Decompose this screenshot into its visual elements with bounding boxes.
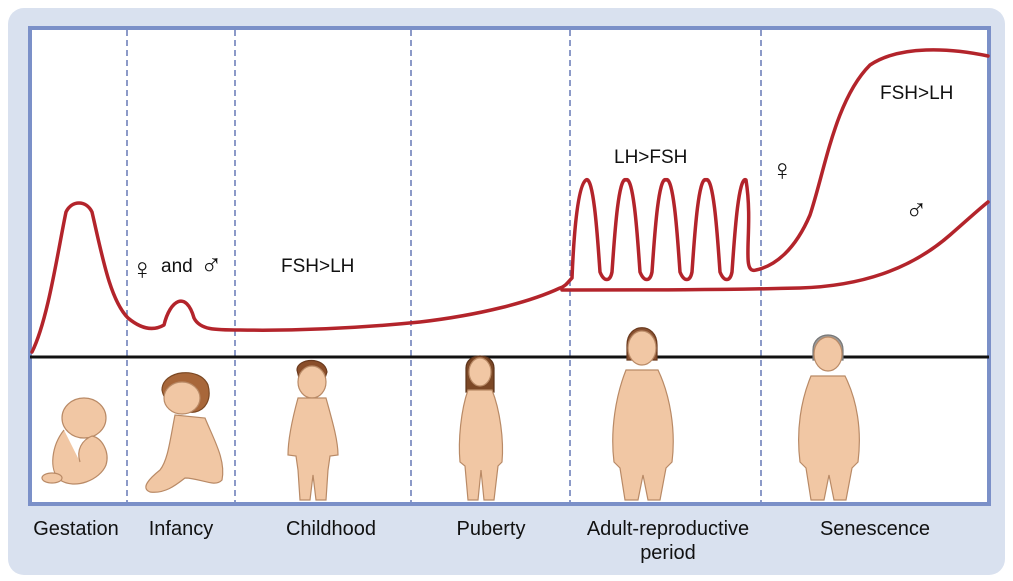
stage-label-adult: Adult-reproductive [587,518,749,540]
gonadotropin-curve-main [30,48,990,354]
senescence-ratio-label: FSH>LH [880,83,953,104]
adult-ratio-label: LH>FSH [614,147,687,168]
fetus-figure [41,397,108,485]
stage-dividers [126,30,762,502]
infant-figure [145,372,224,493]
pubertal-figure [458,355,504,501]
female-symbol-senescence: ♀ [771,154,794,187]
stage-label-senescence: Senescence [820,518,930,540]
stage-label-infancy: Infancy [149,518,213,540]
stage-label-puberty: Puberty [457,518,526,540]
figures [41,327,860,501]
male-symbol-infancy: ♂ [200,249,223,282]
male-symbol-senescence: ♂ [905,194,928,227]
elderly-woman-figure [798,334,860,501]
childhood-ratio-label: FSH>LH [281,256,354,277]
annotations: ♀ and ♂ FSH>LH LH>FSH ♀ ♂ FSH>LH [131,83,953,286]
and-label: and [161,256,193,277]
stage-label-gestation: Gestation [33,518,119,540]
stage-label-adult-line2: period [640,542,696,564]
stage-labels: Gestation Infancy Childhood Puberty Adul… [33,518,930,564]
child-figure [287,359,339,501]
gonadotropin-curve-male [560,200,990,292]
female-symbol-infancy: ♀ [131,253,154,286]
hormone-curves [30,48,990,354]
stage-label-childhood: Childhood [286,518,376,540]
adult-woman-figure [612,327,674,501]
